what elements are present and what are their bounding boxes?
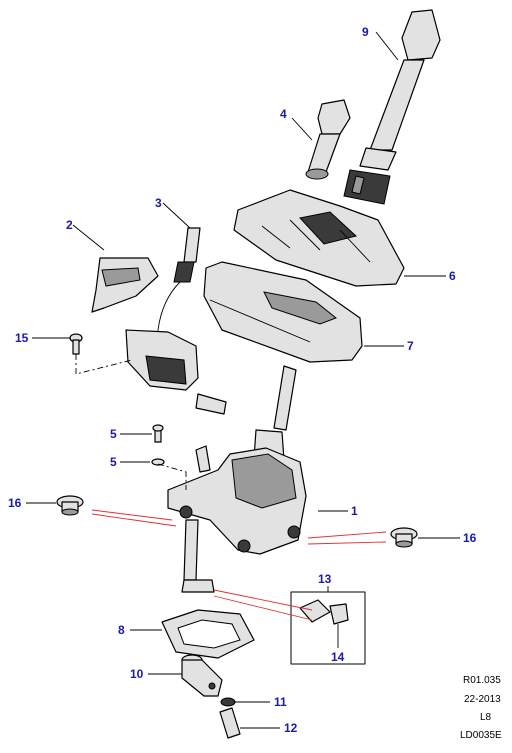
part-12-bolt [219,707,241,739]
callout-4: 4 [280,107,287,121]
assembly-lines [75,354,187,490]
reference-block: R01.035 22-2013 L8 LD0035E [460,675,502,741]
part-5-screw-washer [151,424,165,466]
callout-9: 9 [362,25,369,39]
part-10-clamp [181,654,223,697]
reference-code: R01.035 [463,675,501,686]
callout-8: 8 [118,623,125,637]
part-13-fixing-kit-box [290,591,366,665]
leader-lines [26,31,460,729]
callout-13: 13 [318,572,332,586]
part-9-gear-lever [343,9,441,205]
callout-2: 2 [66,218,73,232]
callout-5-lower: 5 [110,455,117,469]
part-2-cover-bracket [91,257,159,313]
callout-10: 10 [130,667,144,681]
callout-labels: 9 4 3 2 6 15 7 5 5 16 1 16 13 8 14 10 11… [8,25,477,735]
callout-14: 14 [331,650,345,664]
reference-date: 22-2013 [464,694,501,705]
reference-drawing: LD0035E [460,730,502,741]
callout-12: 12 [284,721,298,735]
part-1-shifter-housing [167,365,307,593]
red-fitting-lines [91,509,387,621]
callout-1: 1 [351,504,358,518]
callout-16-right: 16 [463,531,477,545]
part-16-grommet-left [56,495,84,516]
reference-model: L8 [480,712,492,723]
part-8-seal-frame [161,609,255,659]
part-7-console-surround [203,261,363,363]
part-4-knob [305,99,351,180]
callout-5-upper: 5 [110,427,117,441]
callout-7: 7 [407,339,414,353]
part-6-gaiter [233,189,405,287]
callout-11: 11 [274,695,287,709]
part-11-nut [220,697,236,707]
callout-16-left: 16 [8,496,22,510]
part-16-grommet-right [390,527,418,548]
callout-6: 6 [449,269,456,283]
part-15-clip [69,333,83,355]
part-3-selector-cable [125,227,227,415]
callout-3: 3 [155,196,162,210]
callout-15: 15 [15,331,29,345]
